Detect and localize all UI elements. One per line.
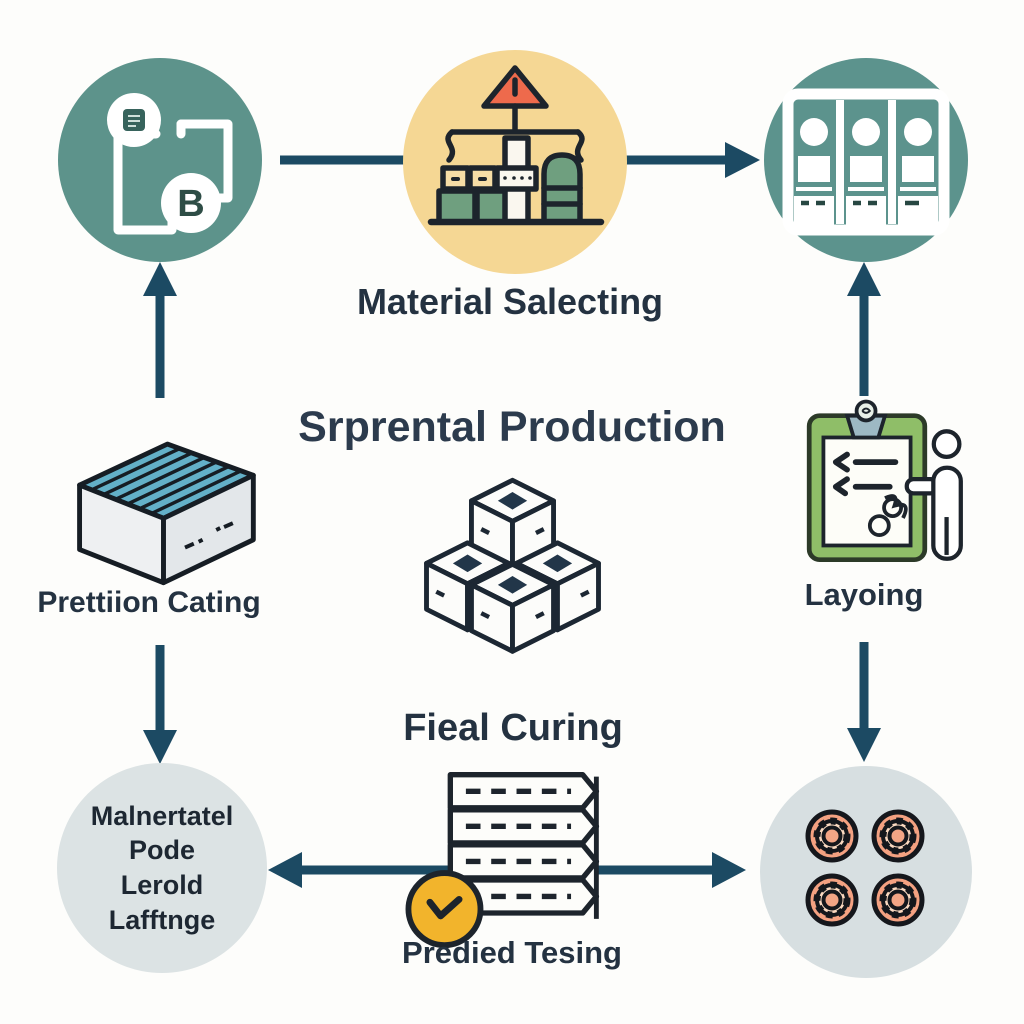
node-material-pool: Malnertatel Pode Lerold Lafftnge — [57, 763, 267, 973]
pool-text-line: Lerold — [120, 870, 204, 900]
pool-text-line: Pode — [128, 835, 195, 866]
node-process-flow: B — [58, 58, 262, 262]
arrow-midleft-down — [143, 645, 177, 764]
bearing — [805, 873, 859, 927]
arrow-midleft-up — [143, 262, 177, 398]
node-bearings — [760, 766, 972, 978]
arrow-bottomcenter-to-left — [268, 852, 452, 888]
pool-text-line: Malnertatel — [90, 800, 234, 831]
packed-boxes-icon — [405, 472, 620, 682]
label-predicted-testing: Predied Tesing — [402, 935, 622, 970]
arrow-topcenter-to-topright — [625, 142, 760, 178]
node-material-selecting — [403, 50, 627, 274]
bearings-icon — [805, 809, 925, 927]
stacked-sheets-icon — [62, 428, 267, 590]
arrow-midright-up — [847, 262, 881, 396]
process-flow-icon: B — [107, 93, 233, 235]
bearing — [805, 809, 859, 863]
pallet-stack-check-icon — [405, 765, 630, 950]
label-precision-cutting: Prettiion Cating — [37, 586, 261, 619]
clipboard-inspector-icon — [795, 392, 975, 572]
arrow-bottomcenter-to-right — [598, 852, 746, 888]
label-material-selecting: Material Salecting — [356, 281, 664, 322]
node-storage-cabinet — [764, 58, 968, 262]
label-final-curing: Fieal Curing — [403, 707, 623, 749]
storage-cabinet-icon — [782, 88, 950, 236]
label-laying: Layoing — [804, 577, 924, 612]
badge-b: B — [177, 183, 204, 225]
bearing — [871, 809, 925, 863]
diagram-title: Srprental Production — [298, 403, 726, 451]
arrow-midright-down — [847, 642, 881, 762]
bearing — [871, 873, 925, 927]
pool-text-line: Lafftnge — [108, 904, 216, 935]
factory-warning-icon — [427, 65, 605, 226]
